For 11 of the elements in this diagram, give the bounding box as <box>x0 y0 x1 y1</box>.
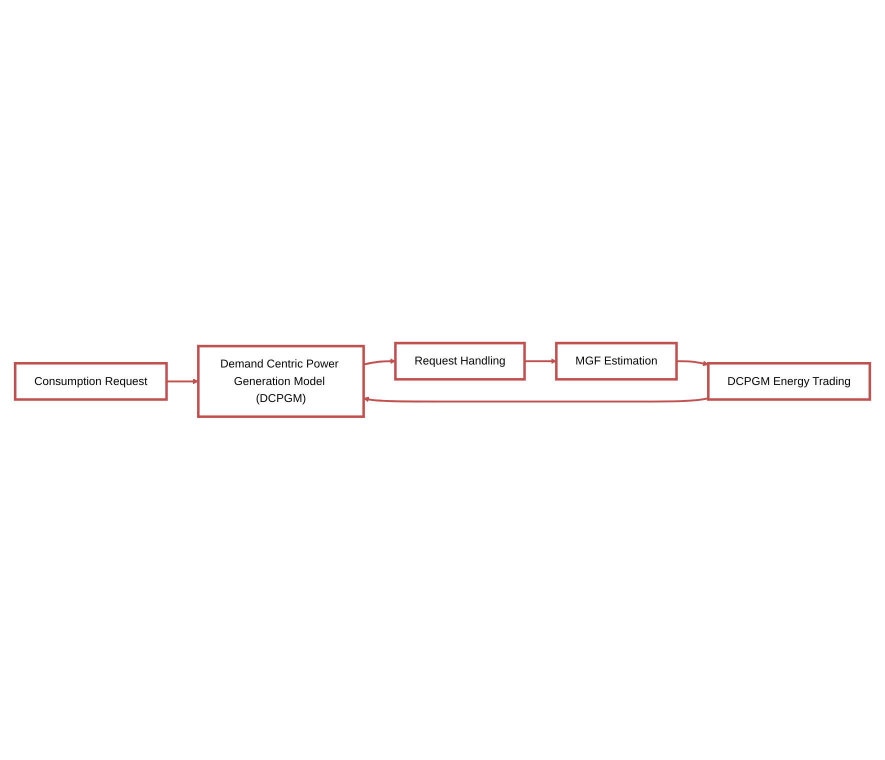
flowchart-drawing: Consumption Request Demand Centric Power Generation Model (DCPGM) Request Handling MGF Estimation DCPGM Energy Trading <box>10 338 875 422</box>
arrow <box>363 396 708 403</box>
node-box <box>14 362 168 401</box>
node-box <box>197 344 365 418</box>
arrow <box>166 378 199 384</box>
arrow <box>524 358 557 364</box>
arrow <box>676 360 709 366</box>
node-box <box>555 342 678 381</box>
node-box <box>394 342 526 381</box>
node-box <box>707 362 872 401</box>
arrow <box>363 358 396 366</box>
